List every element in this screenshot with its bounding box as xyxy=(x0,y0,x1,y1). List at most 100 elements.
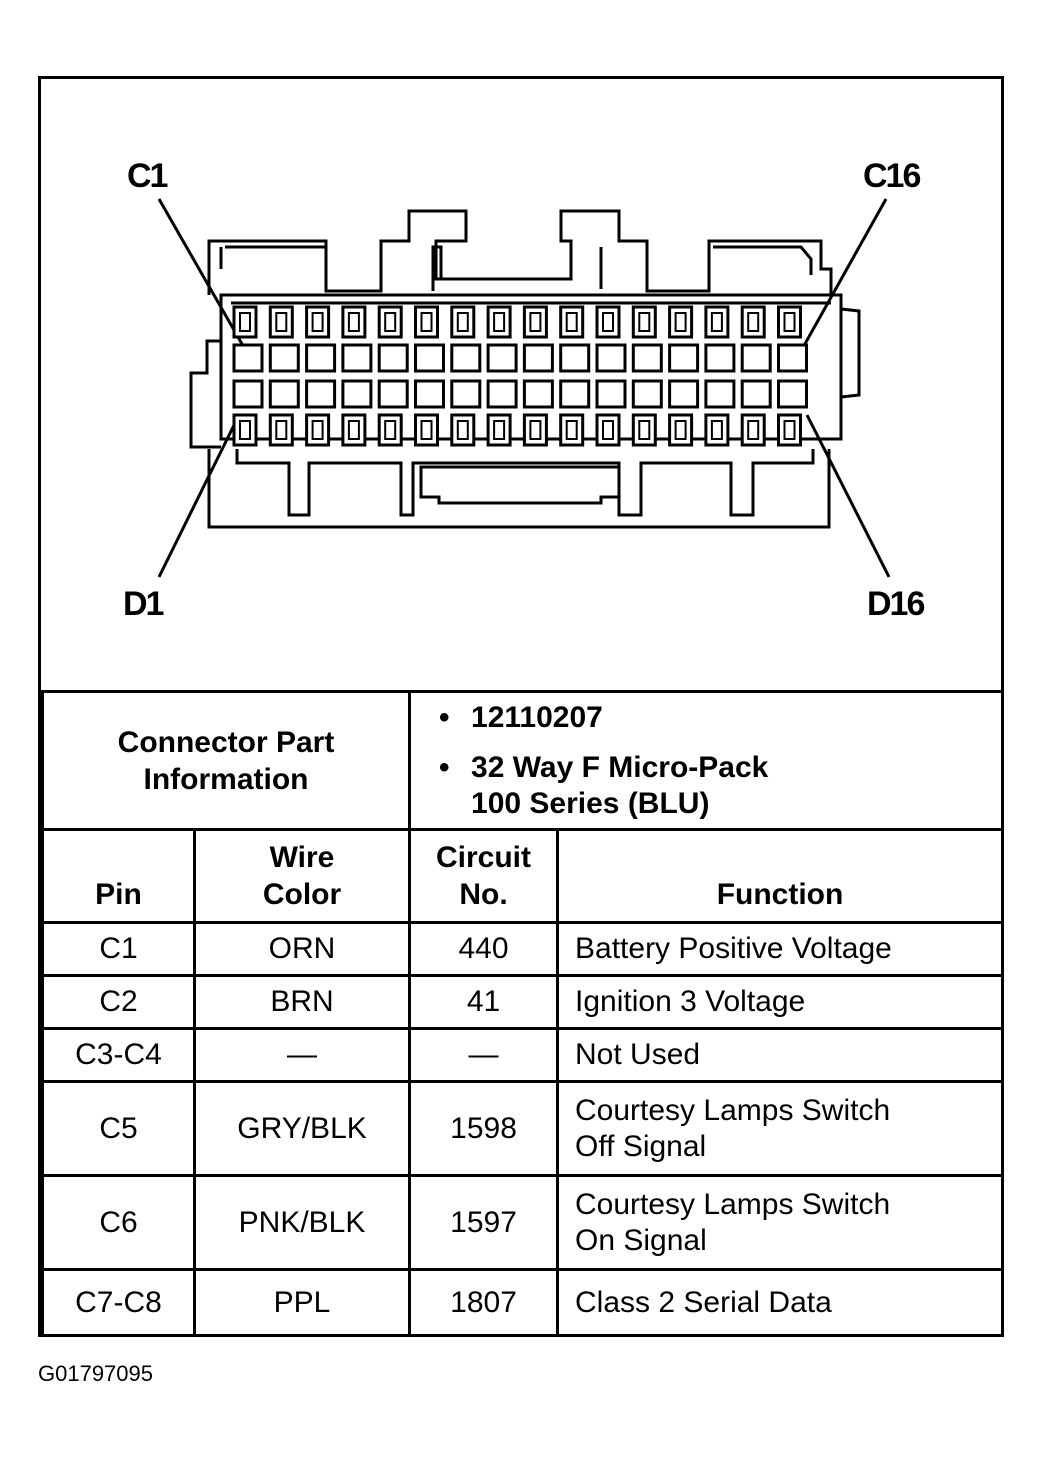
cavity-c xyxy=(450,343,482,373)
pin-label-d1: D1 xyxy=(123,585,164,623)
cavity-slot-inner xyxy=(347,420,360,440)
cavity-slot-inner xyxy=(275,420,288,440)
table-row: C2 BRN 41 Ignition 3 Voltage xyxy=(41,974,1005,1030)
cavity-slot-inner xyxy=(384,420,397,440)
part-info-values: 12110207 32 Way F Micro-Pack 100 Series … xyxy=(408,690,1005,831)
cavity-slot-inner xyxy=(565,420,578,440)
cavity-c xyxy=(595,343,627,373)
cavity-slot-inner xyxy=(529,420,542,440)
wire-color-cell: — xyxy=(192,1027,412,1083)
cavity-slot-inner xyxy=(493,420,506,440)
circuit-cell: 1598 xyxy=(408,1080,560,1177)
cavity-slot-inner xyxy=(602,420,614,440)
pin-cell: C1 xyxy=(41,921,196,977)
function-cell: Ignition 3 Voltage xyxy=(556,974,1005,1030)
cavity-slot-inner xyxy=(420,312,433,332)
cavity-d xyxy=(305,379,337,409)
cavity-d xyxy=(232,379,264,409)
cavity-c xyxy=(522,343,554,373)
cavity-d xyxy=(704,379,736,409)
cavity-slot-inner xyxy=(710,420,723,440)
cavity-d xyxy=(777,379,808,409)
cavity-slot-inner xyxy=(456,420,469,440)
cavity-slot-inner xyxy=(747,312,760,332)
header-function: Function xyxy=(556,828,1005,924)
cavity-slot-inner xyxy=(783,420,796,440)
pin-cell: C3-C4 xyxy=(41,1027,196,1083)
part-description-line2: 100 Series (BLU) xyxy=(471,786,710,820)
cavity-slot-inner xyxy=(602,312,614,332)
pin-cell: C2 xyxy=(41,974,196,1030)
cavity-d xyxy=(740,379,772,409)
function-cell: Battery Positive Voltage xyxy=(556,921,1005,977)
circuit-cell: 440 xyxy=(408,921,560,977)
part-info-label-line1: Connector Part xyxy=(117,725,335,759)
part-description: 32 Way F Micro-Pack 100 Series (BLU) xyxy=(439,750,1001,822)
cavity-c xyxy=(704,343,736,373)
connector-frame: C1 C16 D1 D16 Connector Part Information… xyxy=(38,76,1005,1337)
cavity-c xyxy=(559,343,591,373)
cavity-slot-inner xyxy=(239,420,251,440)
cavity-slot-inner xyxy=(311,420,324,440)
connector-diagram: C1 C16 D1 D16 xyxy=(41,79,1001,691)
part-info-row: Connector Part Information 12110207 32 W… xyxy=(40,690,1005,831)
function-cell: Class 2 Serial Data xyxy=(556,1268,1005,1337)
cavity-slot-inner xyxy=(674,312,687,332)
cavity-slot-inner xyxy=(493,312,506,332)
pin-label-c1: C1 xyxy=(127,157,168,195)
wire-color-cell: PPL xyxy=(192,1268,412,1337)
cavity-d xyxy=(522,379,554,409)
cavity-slot-inner xyxy=(783,312,796,332)
cavity-d xyxy=(377,379,409,409)
cavity-c xyxy=(268,343,300,373)
connector-info-table: Connector Part Information 12110207 32 W… xyxy=(40,690,1005,1337)
part-info-label-line2: Information xyxy=(143,762,309,796)
cavity-slot-inner xyxy=(674,420,687,440)
cavity-slot-inner xyxy=(529,312,542,332)
cavity-d xyxy=(341,379,373,409)
cavity-c xyxy=(414,343,445,373)
part-number: 12110207 xyxy=(439,700,1001,736)
cavity-slot-inner xyxy=(638,420,651,440)
table-row: C3-C4 — — Not Used xyxy=(41,1027,1005,1083)
cavity-slot-inner xyxy=(456,312,469,332)
cavity-slot-inner xyxy=(638,312,651,332)
table-row: C1 ORN 440 Battery Positive Voltage xyxy=(41,921,1005,977)
wire-color-cell: ORN xyxy=(192,921,412,977)
cavity-d xyxy=(486,379,518,409)
pin-label-c16: C16 xyxy=(863,157,921,195)
wire-color-cell: PNK/BLK xyxy=(192,1174,412,1271)
cavity-c xyxy=(341,343,373,373)
cavity-c xyxy=(631,343,663,373)
circuit-cell: — xyxy=(408,1027,560,1083)
connector-face-drawing xyxy=(157,198,891,578)
circuit-cell: 1807 xyxy=(408,1268,560,1337)
cavity-slot-inner xyxy=(239,312,251,332)
part-info-label: Connector Part Information xyxy=(40,690,412,831)
cavity-d xyxy=(668,379,700,409)
cavity-d xyxy=(559,379,591,409)
part-description-line1: 32 Way F Micro-Pack xyxy=(471,750,769,784)
cavity-slot-inner xyxy=(384,312,397,332)
cavity-c xyxy=(377,343,409,373)
header-pin: Pin xyxy=(41,828,196,924)
cavity-slot-inner xyxy=(747,420,760,440)
cavity-d xyxy=(595,379,627,409)
circuit-cell: 41 xyxy=(408,974,560,1030)
cavity-slot-inner xyxy=(420,420,433,440)
cavity-c xyxy=(486,343,518,373)
cavity-d xyxy=(631,379,663,409)
cavity-c xyxy=(668,343,700,373)
pin-cell: C6 xyxy=(41,1174,196,1271)
cavity-slot-inner xyxy=(347,312,360,332)
cavity-c xyxy=(232,343,264,373)
circuit-cell: 1597 xyxy=(408,1174,560,1271)
cavity-d xyxy=(450,379,482,409)
